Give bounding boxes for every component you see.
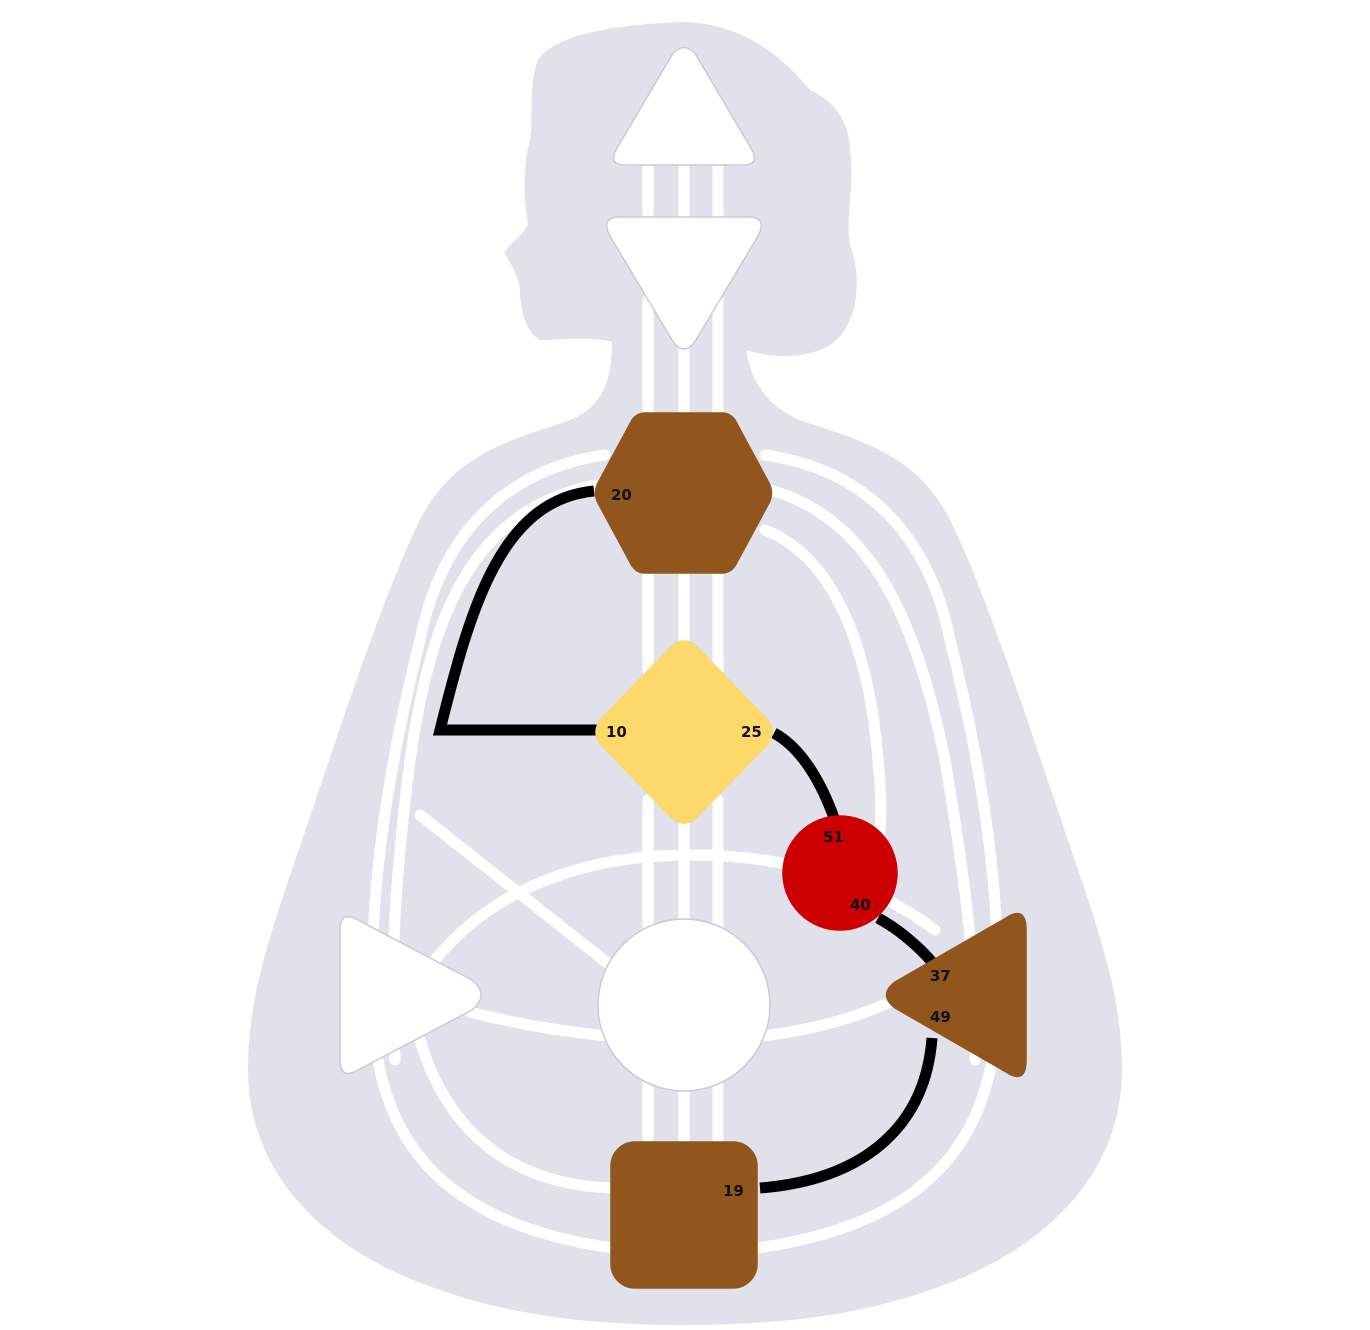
center-g [595, 640, 773, 824]
channel-left-lower-arc [414, 1034, 618, 1194]
active-channels [432, 485, 938, 1194]
channel-10-20 [432, 485, 600, 736]
channel-spleen-sacral-cross [414, 809, 616, 971]
center-ajna [605, 216, 763, 350]
center-throat [594, 412, 773, 574]
gate-49: 49 [930, 1008, 951, 1026]
gate-25: 25 [741, 723, 762, 741]
gate-40: 40 [850, 896, 871, 914]
center-solar-plexus [885, 912, 1027, 1078]
channel-right-outer-arc [752, 449, 1004, 1254]
center-sacral [597, 918, 771, 1092]
gate-20: 20 [611, 486, 632, 504]
centers [339, 46, 1027, 1289]
center-root [610, 1141, 758, 1289]
center-ego [782, 815, 898, 931]
channel-left-outer-arc [366, 449, 618, 1254]
gate-37: 37 [930, 967, 951, 985]
channel-19-49 [759, 1037, 938, 1194]
center-spleen [339, 915, 482, 1075]
channel-25-51 [771, 728, 840, 820]
gate-19: 19 [723, 1182, 744, 1200]
gate-labels: 20 10 25 51 40 37 49 19 [606, 486, 951, 1200]
center-head [612, 46, 756, 166]
channel-37-40 [875, 913, 937, 966]
gate-51: 51 [823, 828, 844, 846]
gate-10: 10 [606, 723, 627, 741]
